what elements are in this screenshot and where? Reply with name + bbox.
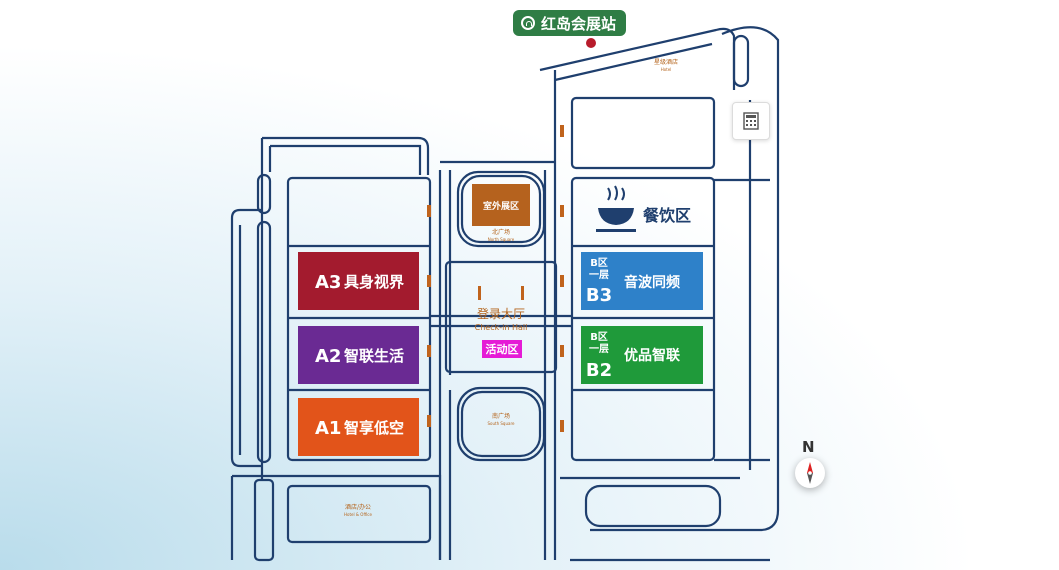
hall-a3[interactable] <box>298 252 419 310</box>
hall-a1[interactable] <box>298 398 419 456</box>
hall-b2[interactable] <box>581 326 703 384</box>
hall-b3[interactable] <box>581 252 703 310</box>
hall-a3-code: A3 <box>315 272 341 293</box>
outdoor-hall-sub-en: North Square <box>488 237 515 242</box>
activity-label: 活动区 <box>486 342 519 356</box>
calculator-icon <box>743 112 759 130</box>
hotel-office-label-en: Hotel & Office <box>344 512 372 517</box>
dining-label: 餐饮区 <box>642 206 691 225</box>
station-location-dot <box>586 38 596 48</box>
hall-a2-code: A2 <box>315 346 341 367</box>
activity-zone[interactable] <box>482 340 522 358</box>
hotel-label: 星级酒店 <box>654 58 678 66</box>
outdoor-hall-label: 室外展区 <box>483 200 519 212</box>
hall-b3-name: 音波同频 <box>624 274 680 291</box>
hall-a2[interactable] <box>298 326 419 384</box>
hall-a2-name: 智联生活 <box>344 347 404 365</box>
hall-b2-zone: B区 <box>590 331 608 343</box>
outdoor-hall-sub: 北广场 <box>492 228 510 236</box>
compass-button[interactable] <box>795 458 825 488</box>
checkin-label: 登录大厅 <box>477 306 525 321</box>
hotel-label-en: Hotel <box>661 67 672 72</box>
hall-b3-zone: B区 <box>590 257 608 269</box>
road-lines <box>230 26 780 562</box>
hall-b3-floor: 一层 <box>589 269 609 281</box>
outdoor-hall[interactable] <box>472 184 530 226</box>
hall-a1-name: 智享低空 <box>344 419 404 437</box>
metro-station-badge[interactable]: 红岛会展站 <box>513 10 627 36</box>
station-name: 红岛会展站 <box>541 14 617 33</box>
metro-icon <box>521 16 535 30</box>
hall-a3-name: 具身视界 <box>344 273 404 291</box>
hall-b2-name: 优品智联 <box>624 347 681 364</box>
south-square-label: 南广场 <box>492 412 510 420</box>
checkin-label-en: Check-in Hall <box>475 323 528 332</box>
door-markers <box>427 125 564 432</box>
hall-a1-code: A1 <box>315 418 341 439</box>
hall-b2-floor: 一层 <box>589 343 609 355</box>
noodle-bowl-icon <box>596 185 636 232</box>
calculator-button[interactable] <box>732 102 770 140</box>
compass-north-label: N <box>802 438 815 456</box>
south-square-label-en: South Square <box>488 421 516 426</box>
hall-b3-code: B3 <box>586 285 612 306</box>
compass-icon <box>807 462 813 484</box>
hall-b2-code: B2 <box>586 360 612 381</box>
hotel-office-label: 酒店/办公 <box>345 503 371 511</box>
